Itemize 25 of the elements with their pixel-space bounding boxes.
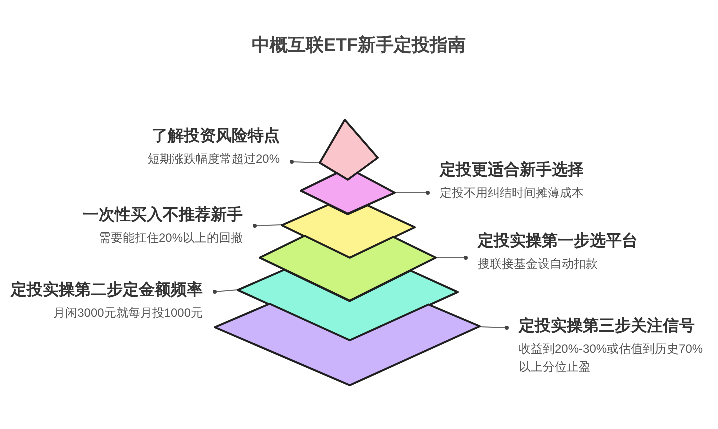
heading: 定投实操第二步定金额频率 bbox=[10, 280, 203, 301]
pyramid-layer bbox=[260, 236, 436, 301]
description: 月闲3000元就每月投1000元 bbox=[52, 305, 203, 322]
description: 需要能扛住20%以上的回撤 bbox=[98, 230, 243, 247]
pyramid-layer bbox=[282, 204, 415, 258]
leader-line bbox=[213, 290, 238, 294]
description: 搜联接基金设自动扣款 bbox=[478, 256, 599, 273]
heading: 一次性买入不推荐新手 bbox=[82, 205, 243, 226]
pyramid-layer bbox=[238, 270, 458, 341]
heading: 了解投资风险特点 bbox=[151, 126, 280, 147]
heading: 定投实操第三步关注信号 bbox=[519, 316, 696, 337]
leader-line bbox=[436, 256, 468, 260]
leader-line bbox=[290, 160, 320, 164]
description: 定投不用纠结时间摊薄成本 bbox=[440, 185, 585, 202]
pyramid-layer bbox=[215, 304, 480, 386]
description: 收益到20%-30%或估值到历史70%以上分位止盈 bbox=[519, 341, 704, 376]
leader-line bbox=[253, 224, 282, 228]
pyramid-layer bbox=[320, 120, 378, 180]
heading: 定投实操第一步选平台 bbox=[478, 231, 639, 252]
leader-line bbox=[394, 191, 430, 195]
description: 短期涨跌幅度常超过20% bbox=[146, 151, 280, 168]
title: 中概互联ETF新手定投指南 bbox=[251, 34, 467, 57]
pyramid-layer bbox=[301, 173, 395, 214]
leader-line bbox=[480, 326, 509, 330]
heading: 定投更适合新手选择 bbox=[440, 160, 585, 181]
